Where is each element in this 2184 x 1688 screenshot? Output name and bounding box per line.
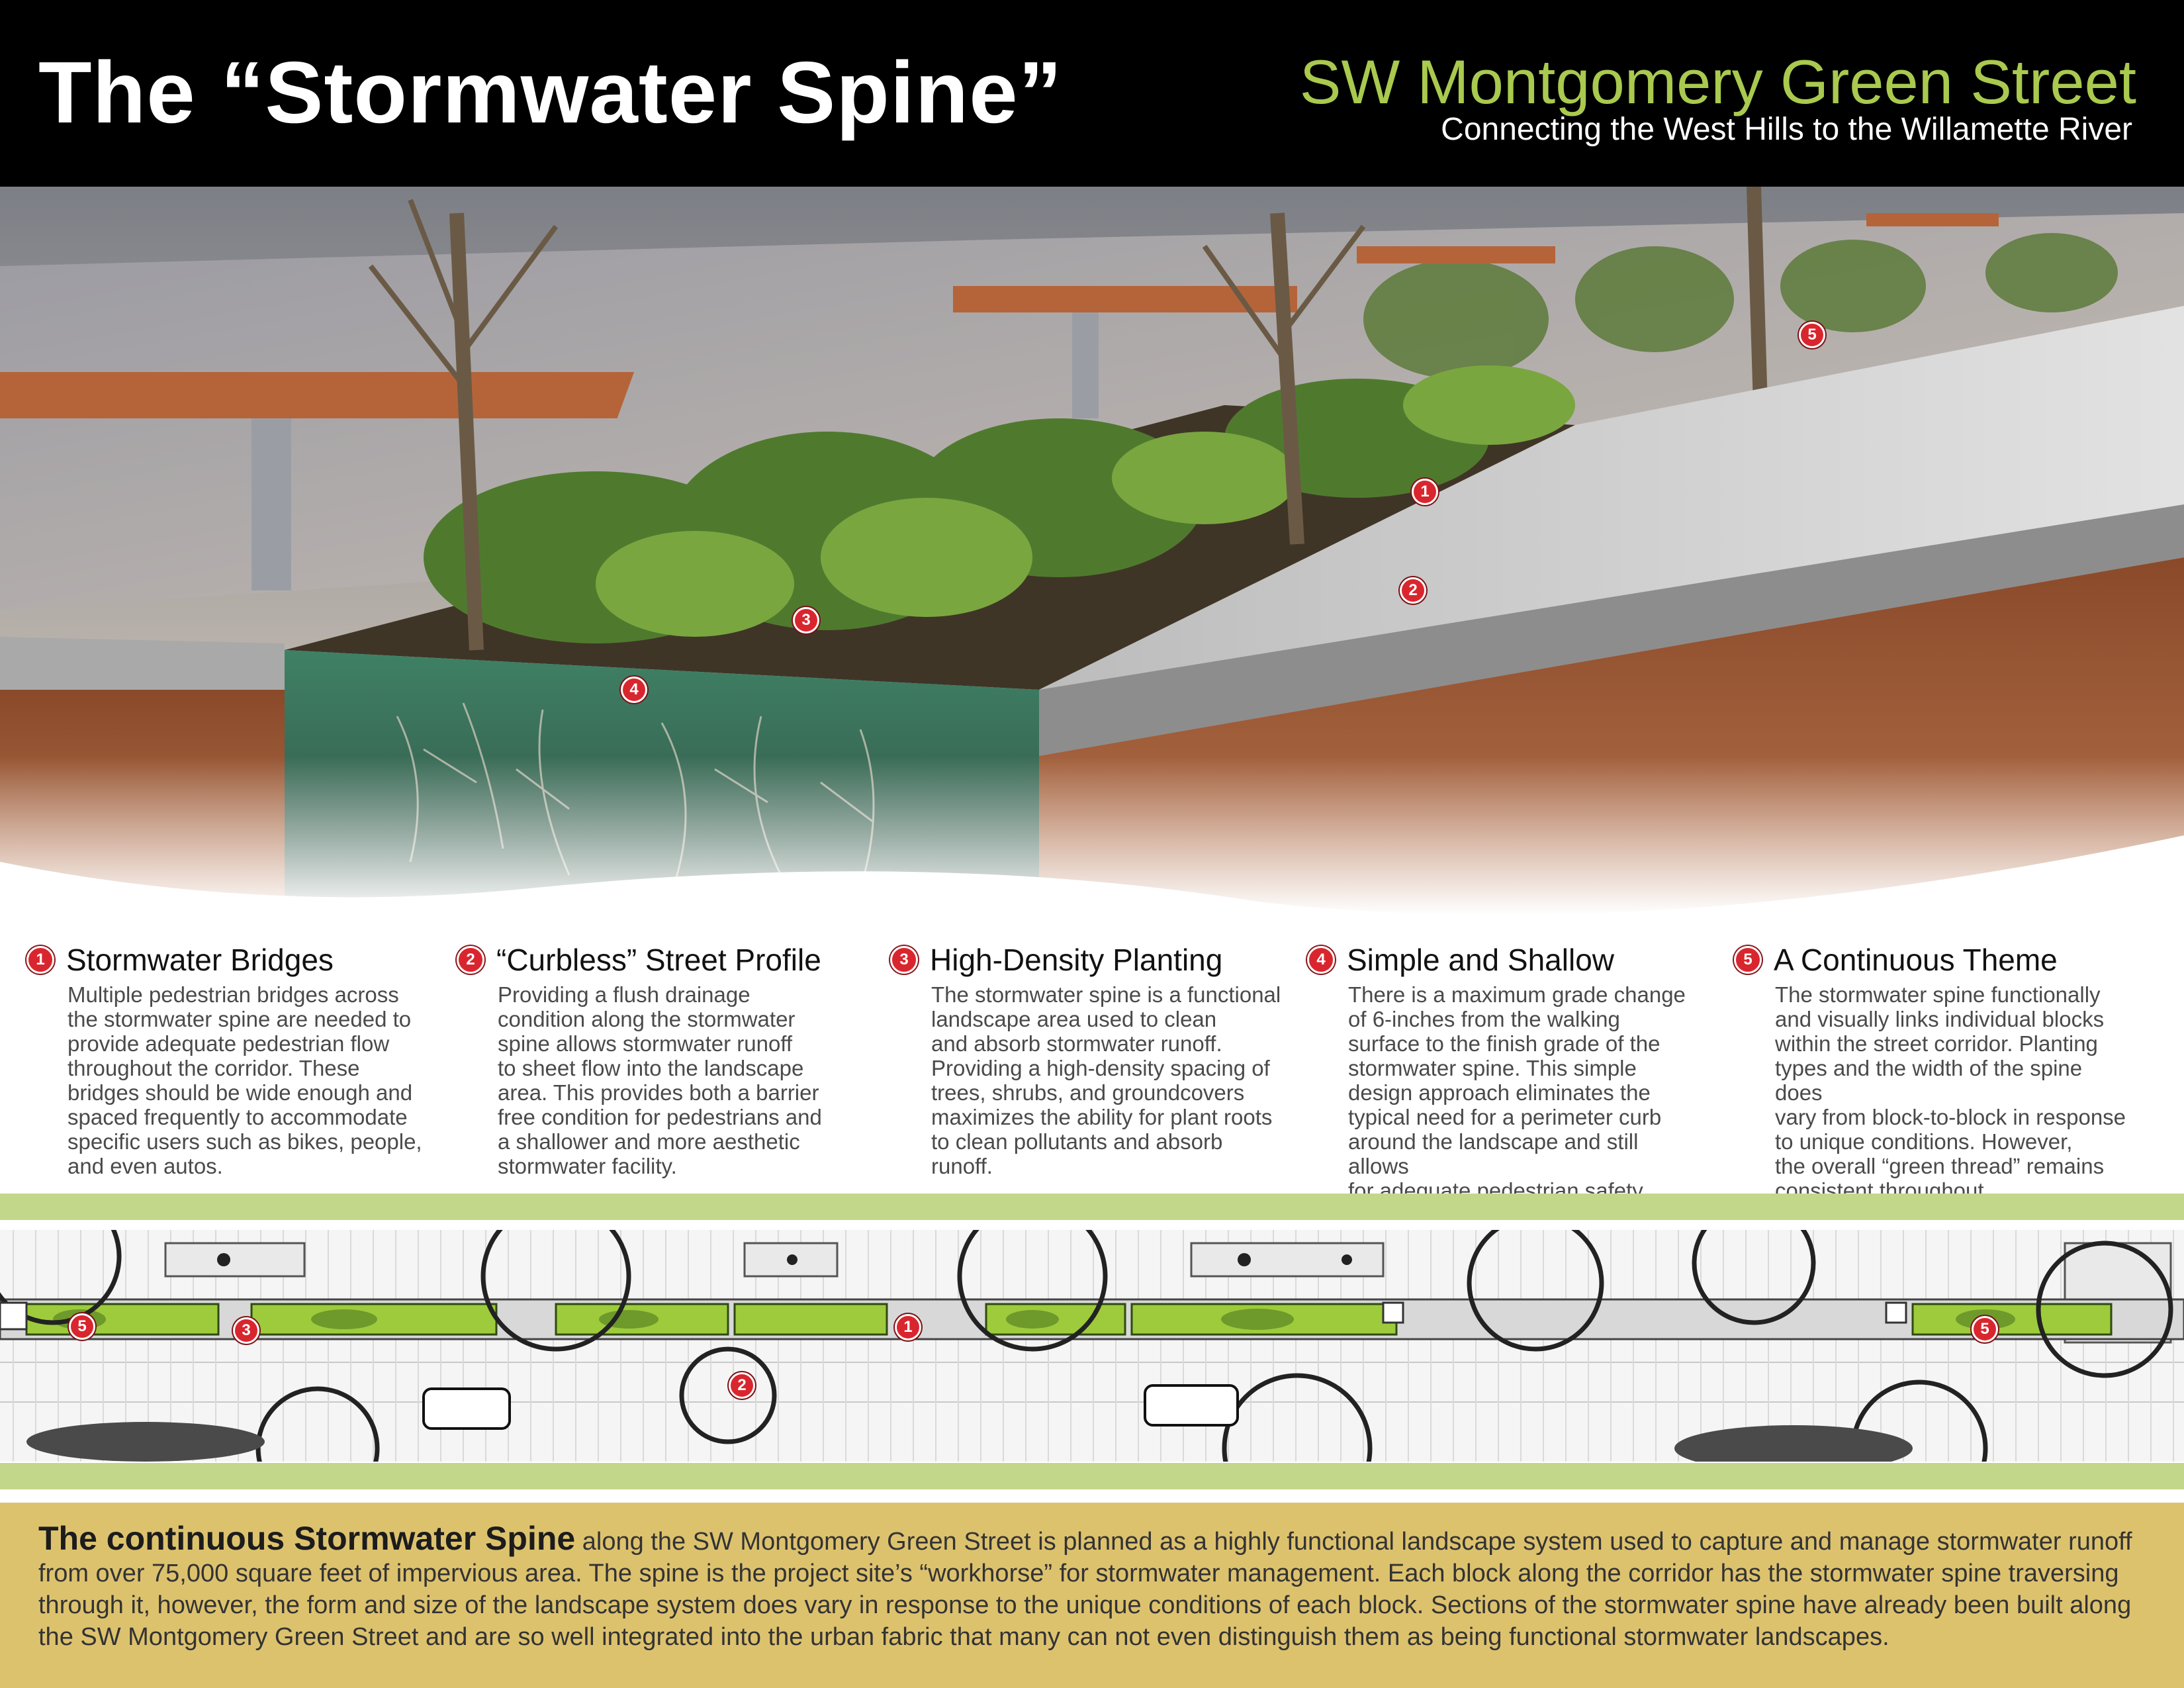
- feature-number-badge: 1: [26, 946, 54, 974]
- feature-columns: 1 Stormwater Bridges Multiple pedestrian…: [0, 940, 2184, 1203]
- plan-marker-5-right: 5: [1972, 1316, 1998, 1342]
- feature-description: There is a maximum grade change of 6-inc…: [1348, 982, 1686, 1203]
- feature-number-badge: 3: [890, 946, 918, 974]
- hero-marker-3: 3: [793, 607, 819, 633]
- green-divider-bottom: [0, 1463, 2184, 1489]
- header-bar: The “Stormwater Spine” SW Montgomery Gre…: [0, 0, 2184, 187]
- feature-curbless-street-profile: 2 “Curbless” Street Profile Providing a …: [457, 940, 854, 1178]
- feature-description: The stormwater spine is a functional lan…: [931, 982, 1281, 1178]
- feature-number-badge: 4: [1307, 946, 1335, 974]
- feature-high-density-planting: 3 High-Density Planting The stormwater s…: [890, 940, 1287, 1178]
- feature-title: “Curbless” Street Profile: [496, 943, 821, 977]
- plan-marker-1: 1: [895, 1314, 921, 1340]
- summary-lead: The continuous Stormwater Spine: [38, 1520, 576, 1557]
- hero-section-illustration: 1 2 3 4 5: [0, 187, 2184, 915]
- feature-description: Providing a flush drainage condition alo…: [498, 982, 822, 1178]
- site-plan-strip: 5 3 1 2 5: [0, 1230, 2184, 1462]
- feature-stormwater-bridges: 1 Stormwater Bridges Multiple pedestrian…: [26, 940, 424, 1178]
- feature-continuous-theme: 5 A Continuous Theme The stormwater spin…: [1734, 940, 2131, 1203]
- hero-marker-5: 5: [1799, 322, 1825, 348]
- site-plan-drawing: [0, 1230, 2184, 1462]
- summary-paragraph: The continuous Stormwater Spine along th…: [38, 1520, 2146, 1653]
- plan-marker-3: 3: [233, 1317, 259, 1344]
- stormwater-spine-rendering: [0, 187, 2184, 915]
- hero-marker-4: 4: [621, 677, 647, 703]
- feature-description: Multiple pedestrian bridges across the s…: [68, 982, 422, 1178]
- plan-marker-5-left: 5: [69, 1313, 95, 1340]
- project-name: SW Montgomery Green Street: [1299, 47, 2136, 117]
- feature-number-badge: 2: [457, 946, 484, 974]
- feature-title: Simple and Shallow: [1347, 943, 1615, 977]
- summary-text: along the SW Montgomery Green Street is …: [38, 1528, 2132, 1651]
- feature-simple-and-shallow: 4 Simple and Shallow There is a maximum …: [1307, 940, 1704, 1203]
- feature-title: A Continuous Theme: [1774, 943, 2058, 977]
- feature-number-badge: 5: [1734, 946, 1762, 974]
- hero-marker-2: 2: [1400, 577, 1426, 604]
- green-divider-top: [0, 1194, 2184, 1220]
- page-title: The “Stormwater Spine”: [38, 44, 1063, 141]
- project-tagline: Connecting the West Hills to the Willame…: [1441, 112, 2132, 147]
- hero-marker-1: 1: [1412, 479, 1438, 505]
- feature-title: High-Density Planting: [930, 943, 1223, 977]
- feature-title: Stormwater Bridges: [66, 943, 334, 977]
- feature-description: The stormwater spine functionally and vi…: [1775, 982, 2126, 1203]
- summary-panel: The continuous Stormwater Spine along th…: [0, 1503, 2184, 1688]
- plan-marker-2: 2: [729, 1372, 755, 1399]
